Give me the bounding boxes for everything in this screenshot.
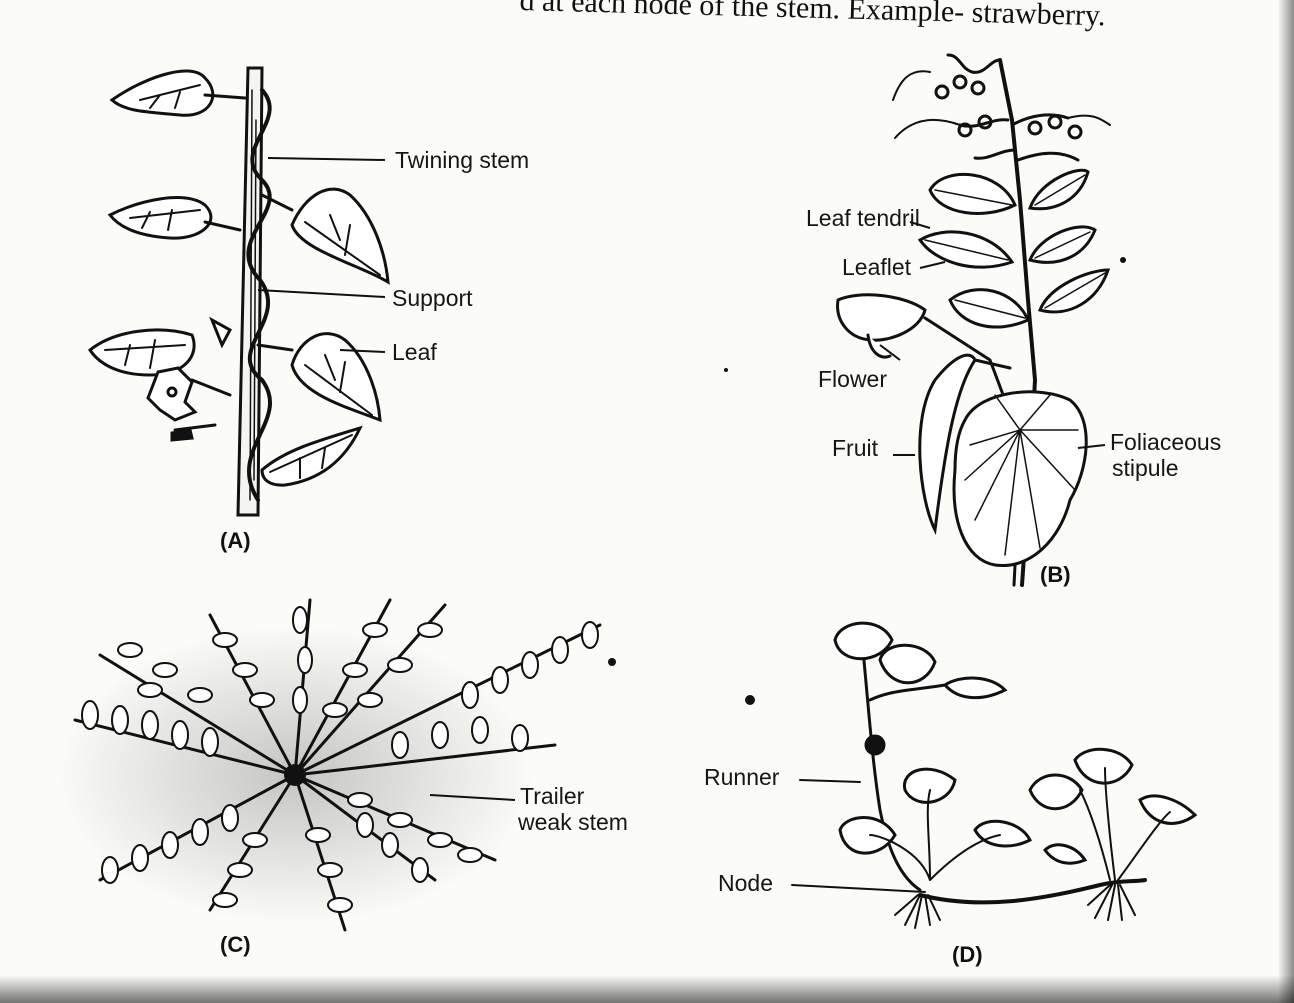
leaf-a6 [262, 428, 360, 485]
caption-c: (C) [220, 932, 251, 958]
figure-d-runner [792, 623, 1195, 928]
label-stipule: stipule [1112, 456, 1178, 480]
label-twining-stem: Twining stem [395, 148, 529, 172]
label-support: Support [392, 286, 473, 310]
label-foliaceous: Foliaceous [1110, 430, 1221, 454]
page-edge-shadow-right [1278, 0, 1294, 1003]
label-runner: Runner [704, 765, 779, 789]
page-edge-shadow-bottom [0, 975, 1294, 1003]
label-flower: Flower [818, 367, 887, 391]
leaf-a3 [262, 189, 388, 282]
label-weak-stem: weak stem [518, 810, 628, 834]
figure-b-pea-plant [838, 55, 1110, 585]
caption-d: (D) [952, 942, 983, 968]
figure-a-twining-plant [90, 68, 388, 515]
leaf-a1 [112, 71, 245, 115]
label-fruit: Fruit [832, 436, 878, 460]
leaf-a5 [258, 334, 380, 420]
label-node: Node [718, 871, 773, 895]
label-trailer: Trailer [520, 784, 584, 808]
caption-b: (B) [1040, 562, 1071, 588]
caption-a: (A) [220, 528, 251, 554]
figure-c-trailer [55, 600, 600, 930]
label-leaf-tendril: Leaf tendril [806, 206, 920, 230]
leaf-a2 [110, 198, 240, 239]
label-leaf: Leaf [392, 340, 437, 364]
label-leaflet: Leaflet [842, 255, 911, 279]
